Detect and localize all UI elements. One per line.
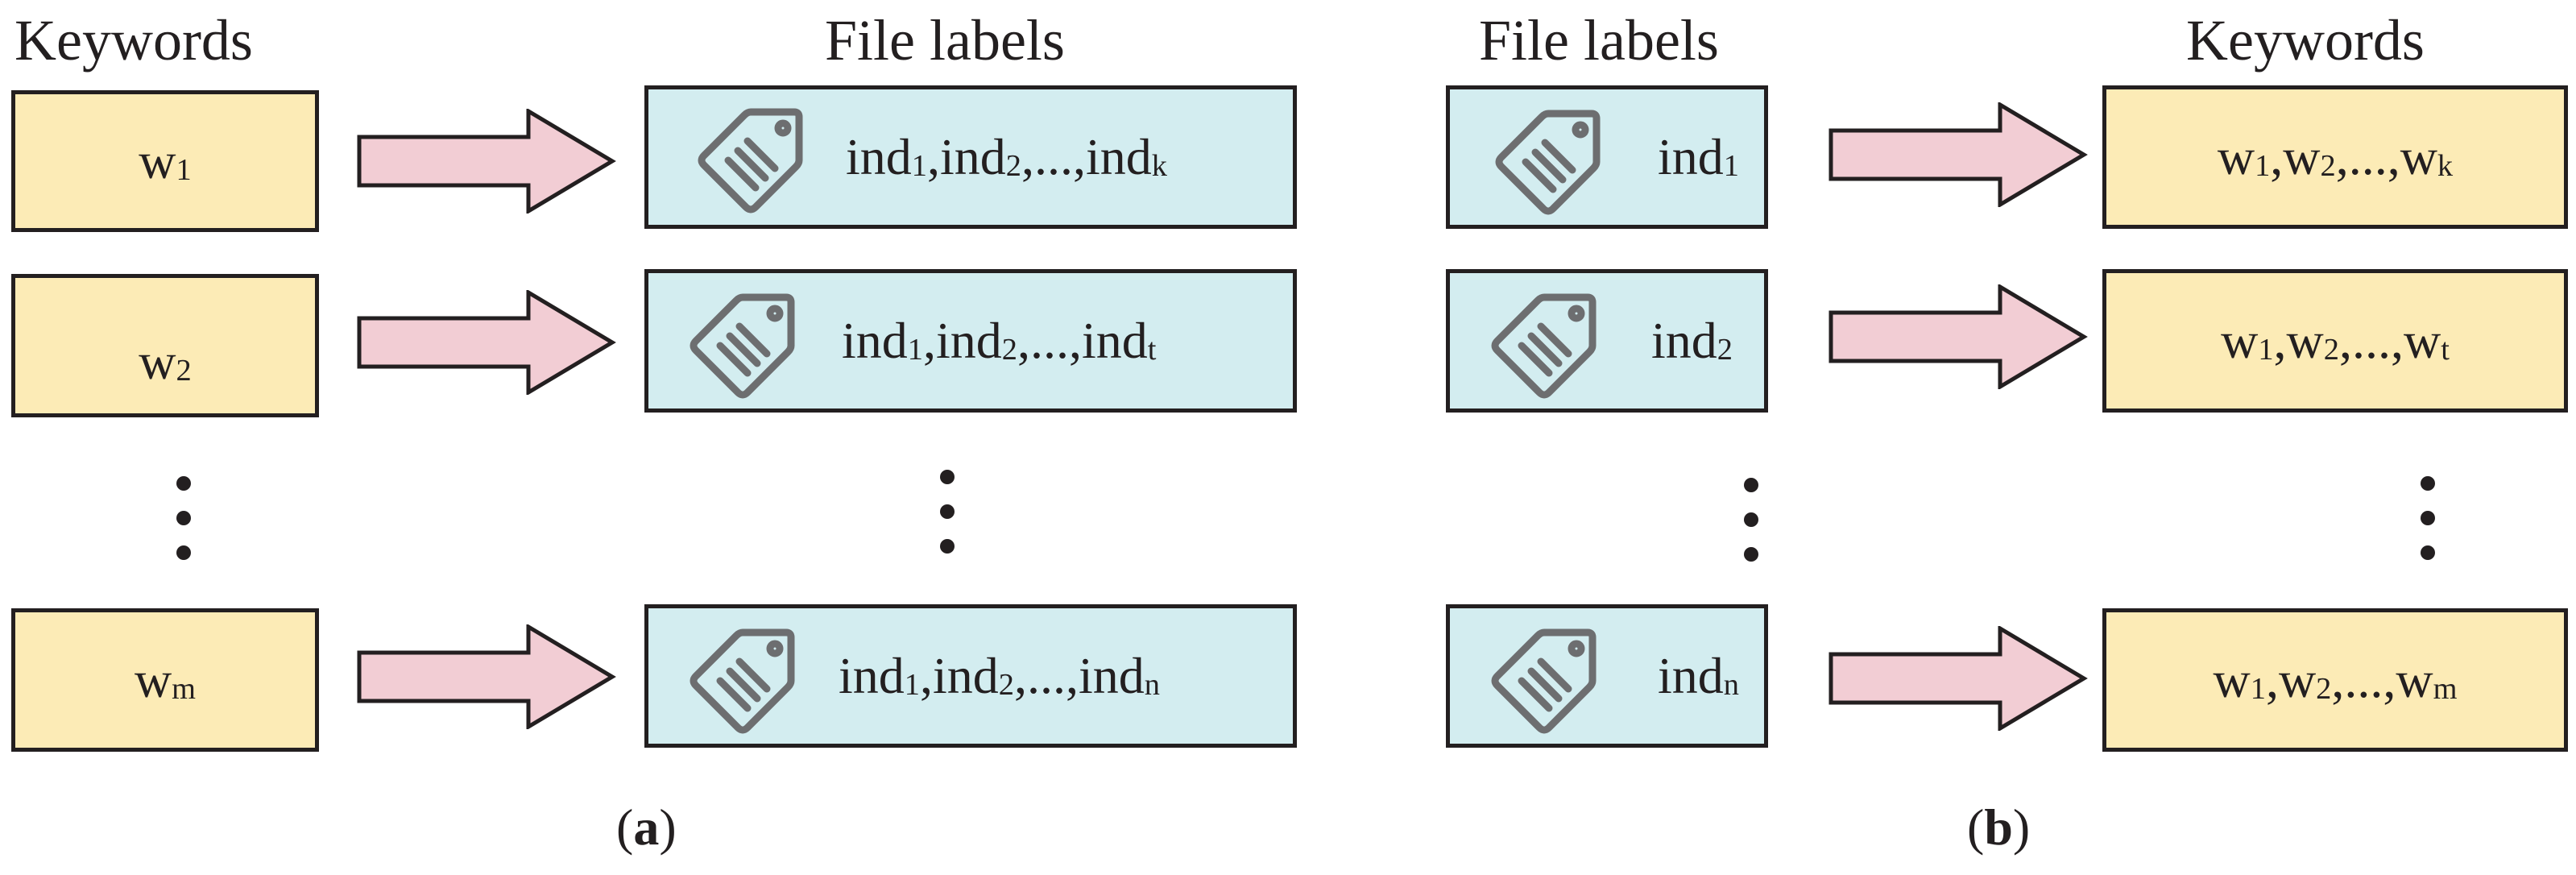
file-label-text: ind1,ind2,...,indn	[839, 647, 1160, 704]
tag-icon	[1491, 293, 1597, 399]
keyword-text: w2	[139, 333, 192, 390]
tag-icon	[690, 628, 795, 734]
vertical-ellipsis-icon	[176, 476, 191, 560]
right-arrow-icon	[357, 109, 616, 214]
file-label-text: ind1,ind2,...,indk	[846, 128, 1167, 185]
keyword-box: w1	[11, 90, 319, 232]
file-labels-heading: File labels	[1479, 8, 1719, 73]
right-arrow-icon	[357, 290, 616, 395]
file-label-box: ind1,ind2,...,indn	[644, 604, 1297, 748]
keyword-box: w2	[11, 274, 319, 417]
keyword-text: wm	[134, 651, 197, 708]
right-arrow-icon	[1828, 284, 2088, 389]
file-label-box: ind2	[1446, 269, 1768, 413]
keyword-box: w1,w2,...,wk	[2102, 85, 2568, 229]
file-label-text: ind1,ind2,...,indt	[842, 312, 1157, 369]
right-arrow-icon	[1828, 102, 2088, 207]
file-label-text: ind1	[1658, 128, 1739, 185]
file-labels-heading: File labels	[825, 8, 1065, 73]
right-arrow-icon	[1828, 626, 2088, 731]
file-label-text: indn	[1658, 647, 1739, 704]
file-label-text: ind2	[1651, 312, 1733, 369]
keywords-heading: Keywords	[2186, 8, 2425, 73]
keyword-list-text: w1,w2,...,wm	[2213, 651, 2458, 708]
keyword-box: w1,w2,...,wm	[2102, 608, 2568, 752]
vertical-ellipsis-icon	[940, 470, 955, 554]
keyword-text: w1	[139, 132, 192, 189]
tag-icon	[1491, 628, 1597, 734]
keyword-list-text: w1,w2,...,wt	[2221, 312, 2450, 369]
file-label-box: ind1,ind2,...,indt	[644, 269, 1297, 413]
file-label-box: ind1	[1446, 85, 1768, 229]
caption-a: (a)	[616, 798, 677, 856]
right-arrow-icon	[357, 624, 616, 729]
tag-icon	[1495, 110, 1601, 215]
keywords-heading: Keywords	[14, 8, 253, 73]
tag-icon	[690, 293, 795, 399]
keyword-box: wm	[11, 608, 319, 752]
file-label-box: ind1,ind2,...,indk	[644, 85, 1297, 229]
vertical-ellipsis-icon	[2421, 476, 2435, 560]
tag-icon	[698, 108, 803, 214]
vertical-ellipsis-icon	[1744, 478, 1758, 562]
keyword-list-text: w1,w2,...,wk	[2217, 128, 2454, 185]
keyword-box: w1,w2,...,wt	[2102, 269, 2568, 413]
caption-b: (b)	[1967, 798, 2031, 856]
file-label-box: indn	[1446, 604, 1768, 748]
